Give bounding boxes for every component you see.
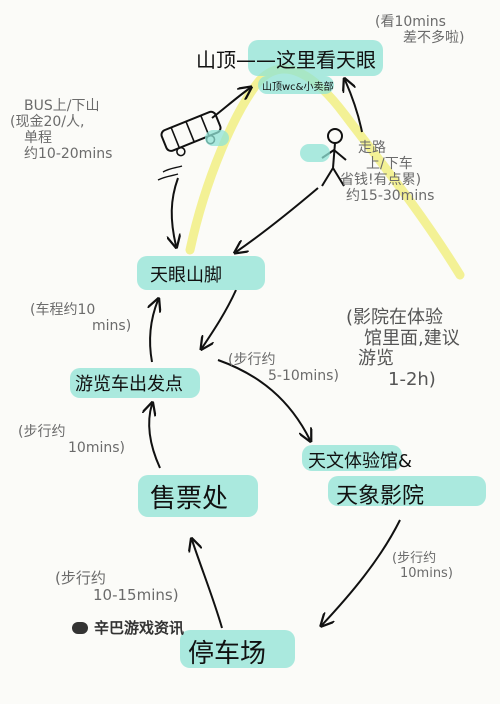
highlight-summit-sub [258,76,334,94]
note-walk-10: (步行约 10mins) [18,424,125,457]
note-walk-up: 走路 上/下车 省钱!有点累) 约15-30mins [340,140,435,205]
highlight-foot [137,256,265,290]
highlight-parking [180,630,295,668]
node-ticket: 售票处 [150,484,229,514]
note-view-time: (看10mins 差不多啦) [375,14,465,47]
highlight-ticket [138,475,258,517]
arrow-bus-to-summit [211,88,250,119]
arrow-parking-to-ticket [192,540,223,629]
highlight-tour-start [70,368,200,398]
node-tour-start: 游览车出发点 [75,374,183,395]
note-walk-10-15: (步行约 10-15mins) [55,569,179,605]
arrow-museum-to-parking [322,519,401,625]
arrow-start-to-museum [217,359,310,440]
arrow-foot-to-bus [172,177,178,246]
node-museum-line1: 天文体验馆& [308,451,413,472]
arrow-start-to-foot [150,300,158,363]
note-museum-tip: (影院在体验 馆里面,建议 游览 1-2h) [346,307,460,391]
arrow-walk-up [345,80,363,133]
highlight-summit [248,40,383,76]
watermark-text: 辛巴游戏资讯 [94,619,185,637]
node-parking: 停车场 [188,639,267,669]
note-walk-10b: (步行约 10mins) [392,551,453,581]
node-summit-sub: 山顶wc&小卖部 [262,82,334,93]
arrow-foot-to-start [202,289,237,348]
note-car-ride: (车程约10 mins) [30,302,132,335]
note-bus: BUS上/下山 (现金20/人, 单程 约10-20mins [10,98,113,163]
bus-motion-lines [157,165,183,181]
highlight-museum [302,445,402,471]
highlight-bus [205,130,229,146]
highlight-museum-2 [328,476,486,506]
watermark: 辛巴游戏资讯 [72,617,184,638]
arrow-ticket-to-start [149,404,161,469]
node-summit: 山顶——这里看天眼 [196,48,376,72]
arrow-walk-down [236,187,319,252]
logo-icon [72,621,88,634]
highlight-walker [300,144,330,162]
note-walk-5-10: (步行约 5-10mins) [228,352,339,385]
node-museum-line2: 天象影院 [336,484,425,509]
node-foot: 天眼山脚 [150,265,222,286]
